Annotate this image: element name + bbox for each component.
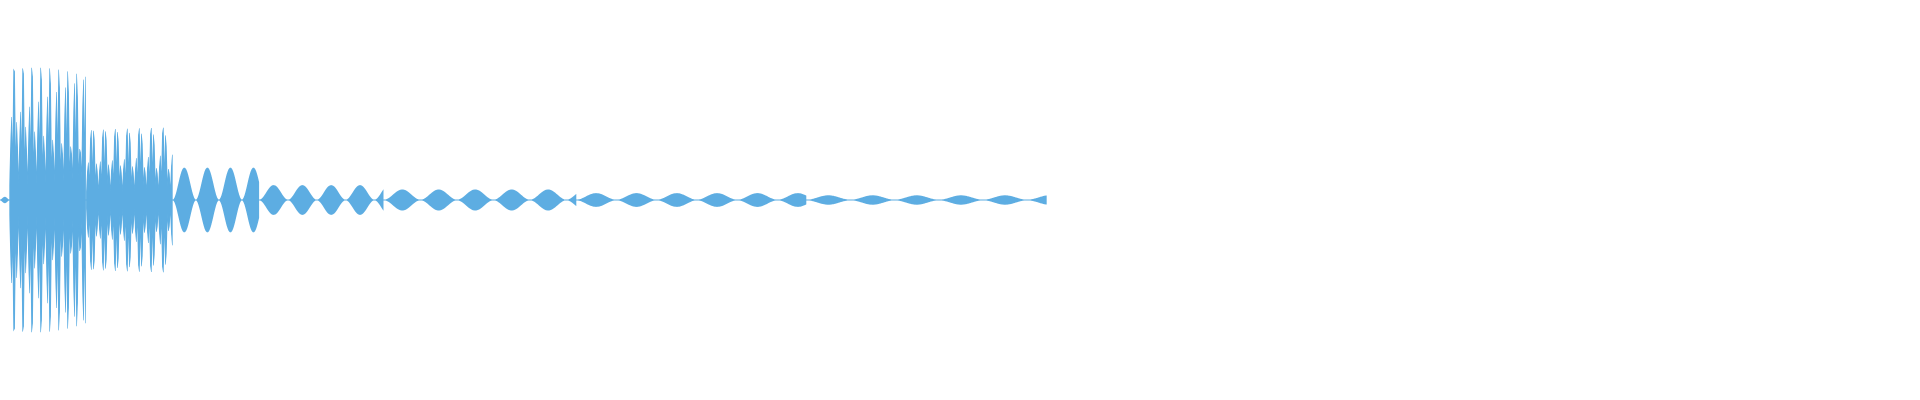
- waveform-segment-6: [576, 193, 807, 207]
- waveform-bars: [0, 67, 1047, 333]
- waveform-segment-2: [86, 127, 173, 273]
- waveform-segment-4: [259, 185, 384, 215]
- waveform-segment-0: [0, 196, 10, 204]
- waveform-segment-3: [172, 167, 260, 233]
- waveform-segment-1: [9, 67, 86, 333]
- waveform-segment-7: [806, 195, 1047, 205]
- waveform-segment-5: [383, 189, 577, 211]
